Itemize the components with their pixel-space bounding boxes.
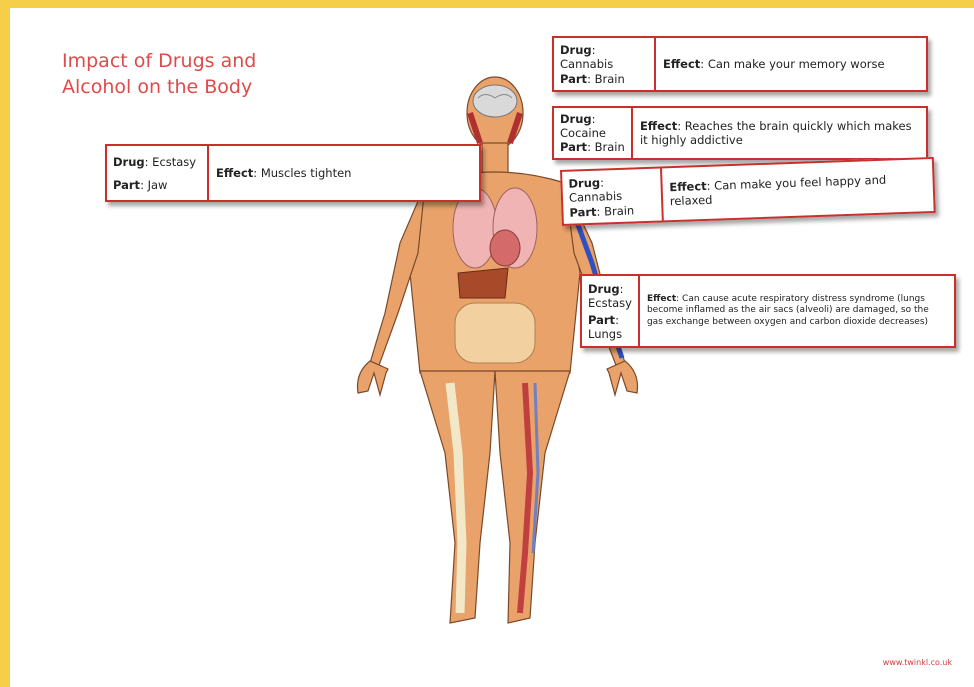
page-title: Impact of Drugs and Alcohol on the Body [62, 48, 322, 100]
drug-name: Cannabis [569, 188, 623, 204]
effect-text: Can make your memory worse [708, 57, 885, 71]
effect-text: Muscles tighten [261, 166, 352, 180]
title-line-2: Alcohol on the Body [62, 74, 322, 100]
body-part: Brain [604, 203, 635, 218]
effect-card-ecstasy-lungs: Drug: Ecstasy Part: Lungs Effect: Can ca… [580, 274, 956, 348]
drug-name: Ecstasy [152, 155, 196, 169]
body-part: Brain [595, 72, 625, 86]
effect-card-ecstasy-jaw: Drug: Ecstasy Part: Jaw Effect: Muscles … [105, 144, 481, 202]
effect-text: Reaches the brain quickly which makes it… [640, 119, 912, 147]
body-part: Lungs [588, 327, 622, 341]
title-line-1: Impact of Drugs and [62, 48, 322, 74]
body-part: Brain [595, 140, 625, 154]
effect-card-cannabis-memory: Drug: Cannabis Part: Brain Effect: Can m… [552, 36, 928, 92]
drug-name: Ecstasy [588, 296, 632, 310]
effect-text: Can cause acute respiratory distress syn… [647, 294, 929, 327]
effect-card-cannabis-happy: Drug: Cannabis Part: Brain Effect: Can m… [560, 157, 936, 226]
drug-name: Cannabis [560, 57, 613, 71]
worksheet-page: Impact of Drugs and Alcohol on the Body [10, 8, 974, 687]
drug-name: Cocaine [560, 126, 606, 140]
footer-url: www.twinkl.co.uk [883, 658, 952, 667]
body-part: Jaw [148, 178, 168, 192]
effect-card-cocaine-addictive: Drug: Cocaine Part: Brain Effect: Reache… [552, 106, 928, 160]
